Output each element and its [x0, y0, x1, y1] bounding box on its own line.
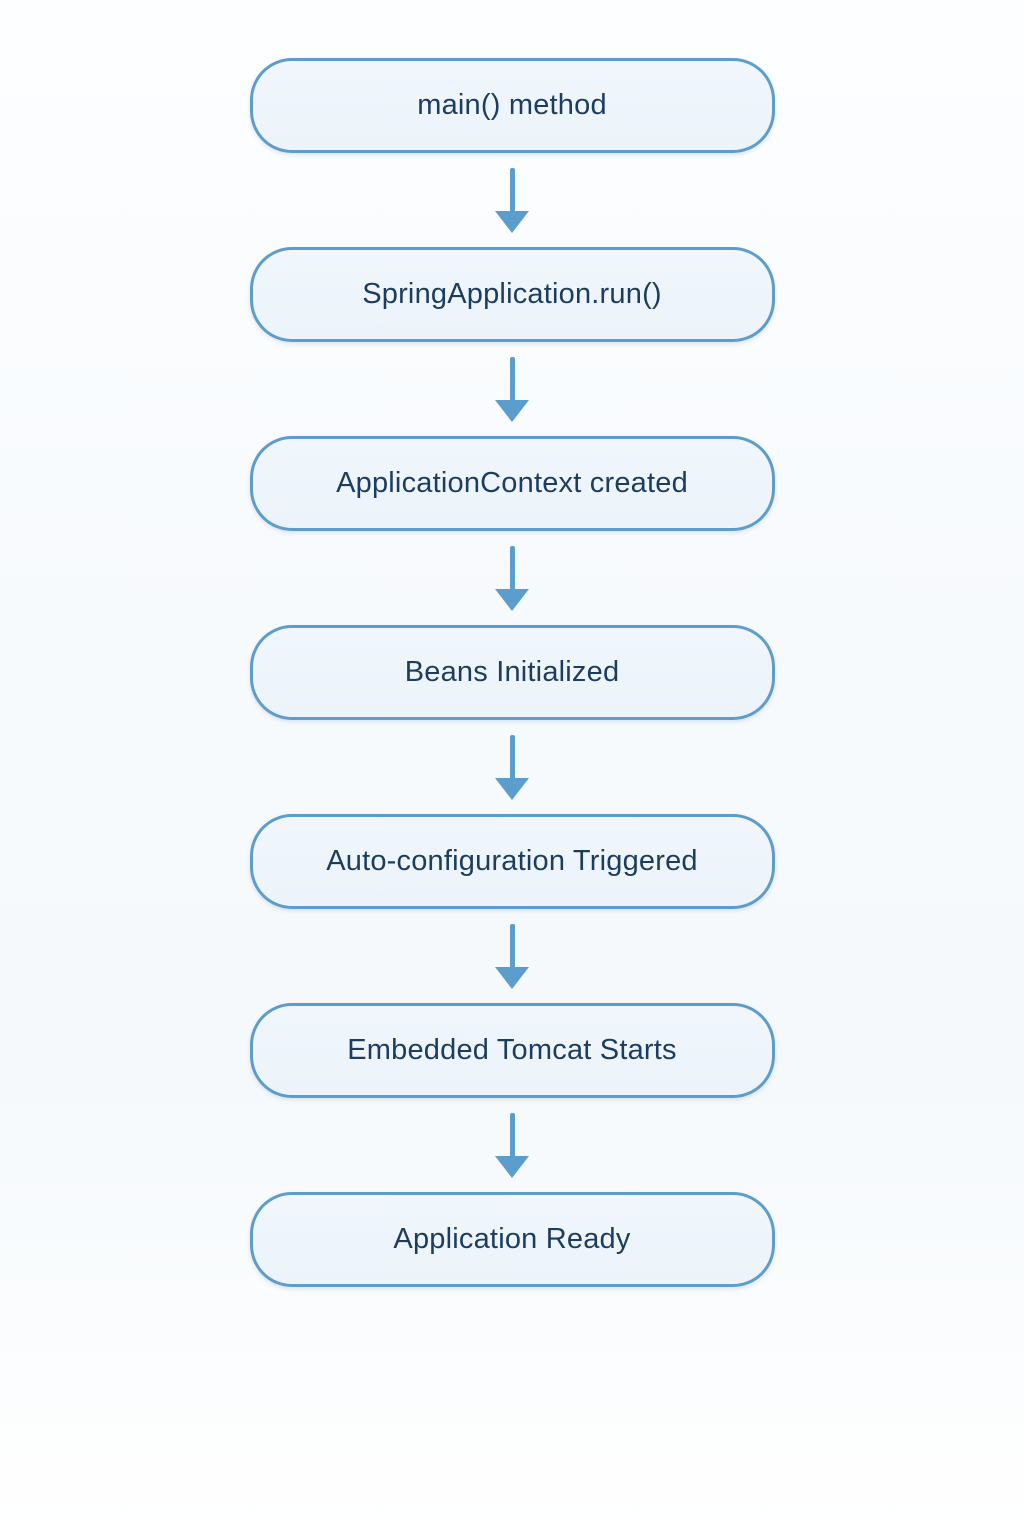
flow-connector [495, 342, 529, 436]
flow-column: main() method SpringApplication.run() Ap… [0, 58, 1024, 1287]
node-label: Beans Initialized [404, 655, 620, 688]
node-label: Auto-configuration Triggered [326, 844, 698, 877]
flow-node-spring-application-run: SpringApplication.run() [249, 247, 775, 342]
arrow-head-icon [495, 210, 529, 233]
flow-connector [495, 531, 529, 625]
flow-node-application-ready: Application Ready [249, 1192, 775, 1287]
node-label: ApplicationContext created [336, 466, 688, 499]
arrow-down-icon [509, 923, 515, 968]
flow-connector [495, 1098, 529, 1192]
flow-node-embedded-tomcat-starts: Embedded Tomcat Starts [249, 1003, 775, 1098]
flow-node-application-context-created: ApplicationContext created [249, 436, 775, 531]
arrow-down-icon [509, 167, 515, 212]
node-label: Application Ready [393, 1222, 631, 1255]
node-label: Embedded Tomcat Starts [347, 1033, 677, 1066]
arrow-head-icon [495, 399, 529, 422]
arrow-down-icon [509, 734, 515, 779]
arrow-down-icon [509, 1112, 515, 1157]
flow-connector [495, 720, 529, 814]
arrow-down-icon [509, 545, 515, 590]
node-label: main() method [417, 88, 607, 121]
node-label: SpringApplication.run() [362, 277, 662, 310]
arrow-down-icon [509, 356, 515, 401]
flow-connector [495, 909, 529, 1003]
arrow-head-icon [495, 777, 529, 800]
arrow-head-icon [495, 1155, 529, 1178]
flow-node-main-method: main() method [249, 58, 775, 153]
flow-node-auto-configuration-triggered: Auto-configuration Triggered [249, 814, 775, 909]
arrow-head-icon [495, 966, 529, 989]
flow-node-beans-initialized: Beans Initialized [249, 625, 775, 720]
arrow-head-icon [495, 588, 529, 611]
flow-connector [495, 153, 529, 247]
